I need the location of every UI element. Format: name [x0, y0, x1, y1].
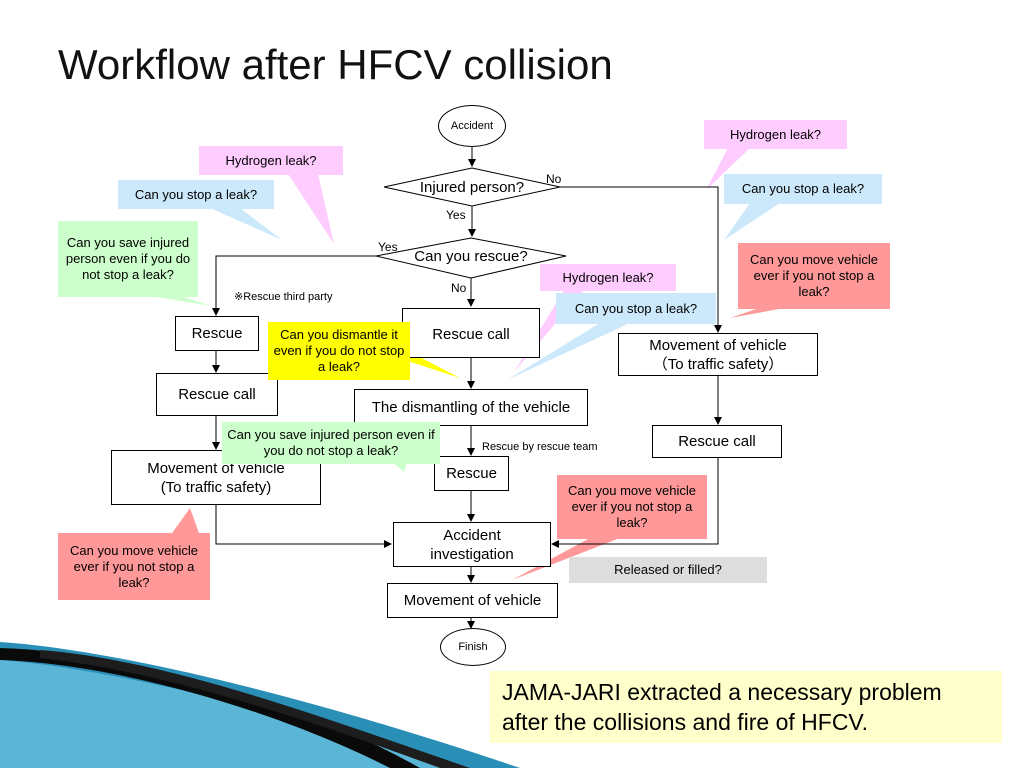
movement-right-box: Movement of vehicle （To traffic safety）	[618, 333, 818, 376]
rescue-call-right-box: Rescue call	[652, 425, 782, 458]
edge-label-no-center: No	[451, 281, 467, 295]
movement-vehicle-box: Movement of vehicle	[387, 583, 558, 618]
callout-stop-leak-center: Can you stop a leak?	[556, 293, 716, 324]
decorative-swoosh	[0, 642, 520, 768]
edge-label-yes-left: Yes	[378, 240, 398, 254]
callout-move-vehicle-right: Can you move vehicle ever if you not sto…	[738, 243, 890, 309]
rescue-center-box: Rescue	[434, 456, 509, 491]
decision-can-you-rescue-label: Can you rescue?	[414, 247, 528, 265]
callout-stop-leak-right: Can you stop a leak?	[724, 174, 882, 204]
accident-investigation-box: Accident investigation	[393, 522, 551, 567]
connectors	[212, 146, 722, 629]
callout-save-injured-center: Can you save injured person even if you …	[222, 422, 440, 464]
callout-released-filled: Released or filled?	[569, 557, 767, 583]
callout-hydrogen-leak-left: Hydrogen leak?	[199, 146, 343, 175]
edge-label-yes-top: Yes	[446, 208, 466, 222]
end-finish-oval: Finish	[440, 628, 506, 666]
rescue-left-box: Rescue	[175, 316, 259, 351]
callout-move-vehicle-center: Can you move vehicle ever if you not sto…	[557, 475, 707, 539]
callout-hydrogen-leak-center: Hydrogen leak?	[540, 264, 676, 291]
callout-move-vehicle-left: Can you move vehicle ever if you not sto…	[58, 533, 210, 600]
edge-label-no-top: No	[546, 172, 562, 186]
callout-save-injured-left: Can you save injured person even if you …	[58, 221, 198, 297]
rescue-call-center-box: Rescue call	[402, 308, 540, 358]
decision-injured-person-label: Injured person?	[419, 178, 525, 196]
callout-stop-leak-left: Can you stop a leak?	[118, 180, 274, 209]
callout-hydrogen-leak-right: Hydrogen leak?	[704, 120, 847, 149]
start-accident-oval: Accident	[438, 105, 506, 147]
dismantling-box: The dismantling of the vehicle	[354, 389, 588, 426]
rescue-by-team-note: Rescue by rescue team	[482, 441, 598, 453]
rescue-call-left-box: Rescue call	[156, 373, 278, 416]
summary-box: JAMA-JARI extracted a necessary problem …	[490, 671, 1002, 743]
rescue-third-party-note: ※Rescue third party	[234, 291, 333, 303]
slide-title: Workflow after HFCV collision	[58, 41, 613, 88]
callout-dismantle-leak: Can you dismantle it even if you do not …	[268, 322, 410, 380]
